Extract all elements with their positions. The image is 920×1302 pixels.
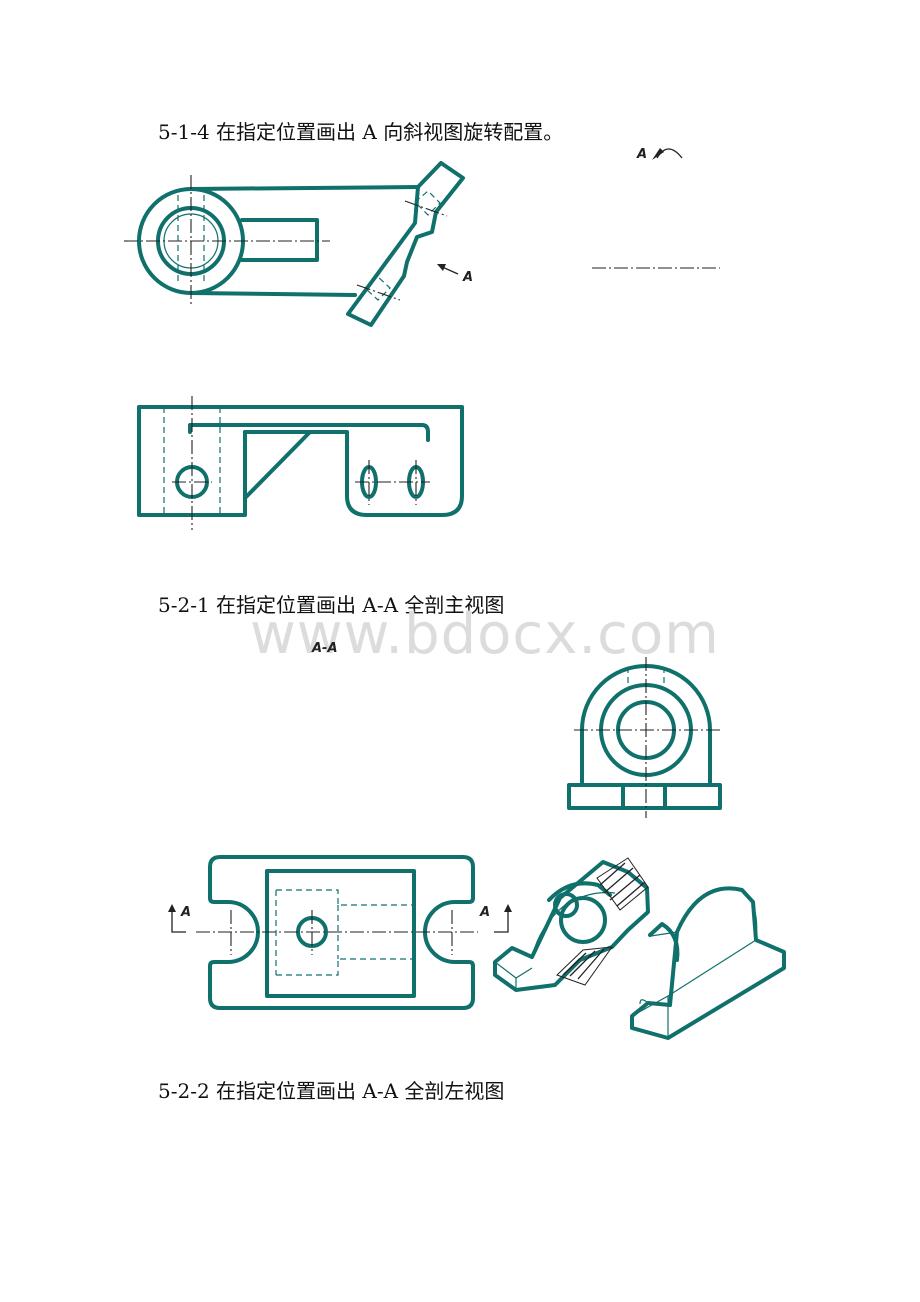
cut-plane-label-right: A — [480, 905, 491, 920]
arrow-icon — [652, 148, 664, 160]
bearing-side-view — [567, 657, 722, 818]
bearing-isometric-whole — [630, 886, 786, 1040]
arrow-icon — [168, 904, 176, 912]
bracket-front-view — [137, 396, 464, 530]
cut-plane-label-left: A — [181, 905, 192, 920]
question-5-1-4: 5-1-4 在指定位置画出 A 向斜视图旋转配置。 — [158, 120, 564, 144]
section-view-title: A-A — [312, 641, 338, 656]
bearing-top-view — [168, 855, 512, 1010]
question-5-2-2: 5-2-2 在指定位置画出 A-A 全剖左视图 — [158, 1079, 505, 1103]
arrow-icon — [504, 904, 512, 912]
question-5-2-1: 5-2-1 在指定位置画出 A-A 全剖主视图 — [158, 593, 505, 617]
bearing-isometric-cut — [493, 857, 650, 992]
view-direction-label: A — [463, 270, 474, 285]
bracket-top-view — [124, 161, 465, 327]
rotated-view-label: A — [637, 147, 648, 162]
watermark: www.bdocx.com — [250, 602, 720, 667]
rotated-view-area — [592, 148, 720, 269]
